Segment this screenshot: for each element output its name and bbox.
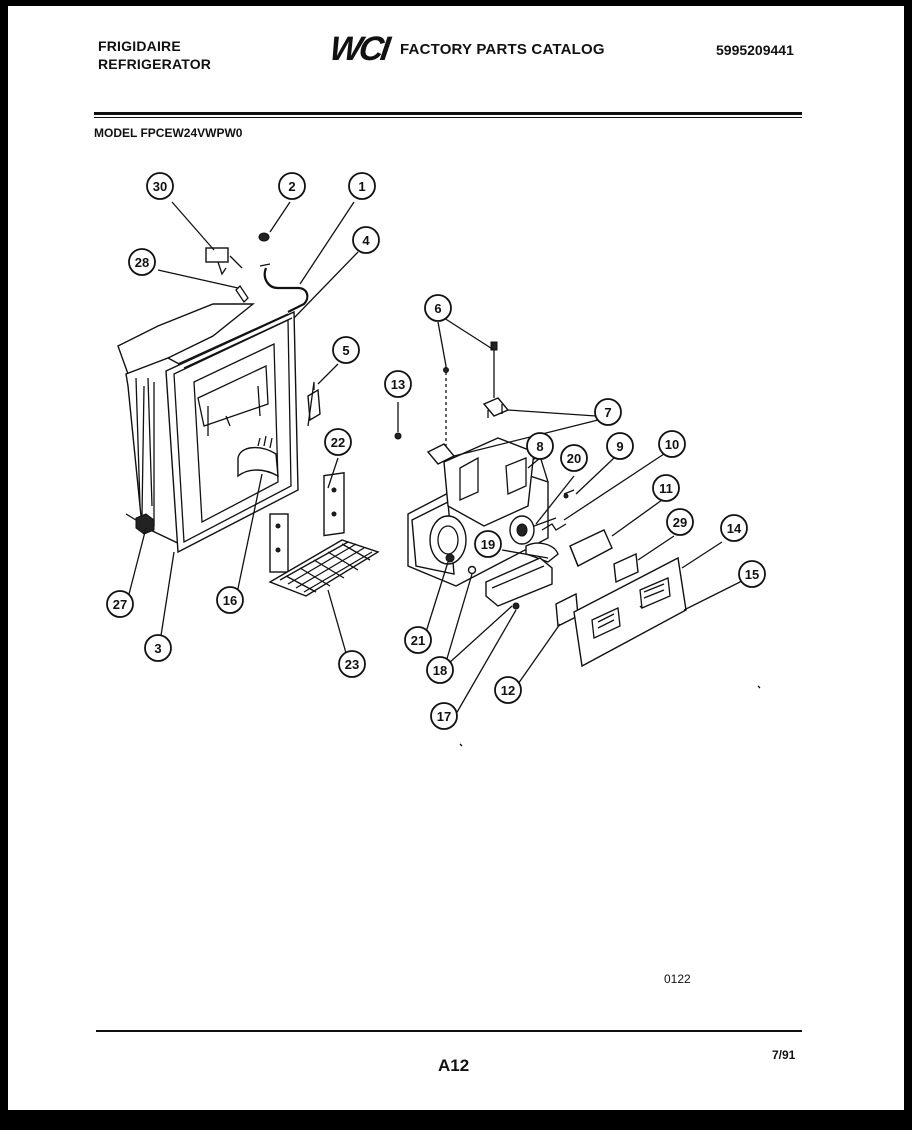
callout-label: 2 xyxy=(288,179,295,194)
brand-line-1: FRIGIDAIRE xyxy=(98,38,181,54)
callout-label: 18 xyxy=(433,663,447,678)
exploded-parts-diagram: 30 2 1 4 28 5 22 16 27 3 23 6 13 7 8 20 … xyxy=(106,172,766,747)
header-rule-thin xyxy=(94,117,802,118)
callout-label: 16 xyxy=(223,593,237,608)
callout-15: 15 xyxy=(738,560,766,588)
callout-11: 11 xyxy=(652,474,680,502)
callout-6: 6 xyxy=(424,294,452,322)
callout-label: 23 xyxy=(345,657,359,672)
callout-label: 7 xyxy=(604,405,611,420)
model-number: MODEL FPCEW24VWPW0 xyxy=(94,126,243,140)
callout-label: 27 xyxy=(113,597,127,612)
callout-13: 13 xyxy=(384,370,412,398)
small-nut xyxy=(258,232,270,242)
callout-4: 4 xyxy=(352,226,380,254)
leader-lines xyxy=(127,201,745,715)
callout-label: 8 xyxy=(536,439,543,454)
catalog-date: 7/91 xyxy=(772,1048,796,1062)
catalog-page: FRIGIDAIRE REFRIGERATOR WCI FACTORY PART… xyxy=(8,6,904,1110)
callout-label: 19 xyxy=(481,537,495,552)
callout-label: 10 xyxy=(665,437,679,452)
callout-label: 17 xyxy=(437,709,451,724)
callout-2: 2 xyxy=(278,172,306,200)
light-socket xyxy=(235,284,249,304)
callout-28: 28 xyxy=(128,248,156,276)
callout-label: 30 xyxy=(153,179,167,194)
callout-29: 29 xyxy=(666,508,694,536)
callout-9: 9 xyxy=(606,432,634,460)
callout-label: 9 xyxy=(616,439,623,454)
dispenser-housing xyxy=(117,263,309,554)
callout-18: 18 xyxy=(426,656,454,684)
callout-label: 14 xyxy=(727,521,742,536)
callout-label: 5 xyxy=(342,343,349,358)
callout-16: 16 xyxy=(216,586,244,614)
footer-rule xyxy=(96,1030,802,1032)
dispenser-switch xyxy=(307,381,321,427)
callout-label: 6 xyxy=(434,301,441,316)
callout-20: 20 xyxy=(560,444,588,472)
callout-1: 1 xyxy=(348,172,376,200)
callout-label: 11 xyxy=(659,481,673,496)
wire-connector xyxy=(205,247,243,276)
catalog-title: FACTORY PARTS CATALOG xyxy=(400,41,605,58)
callout-17: 17 xyxy=(430,702,458,730)
hex-nut xyxy=(125,513,155,535)
header-rule xyxy=(94,112,802,115)
callout-label: 4 xyxy=(362,233,370,248)
callout-label: 21 xyxy=(411,633,425,648)
callout-27: 27 xyxy=(106,590,134,618)
lever-panel xyxy=(269,471,345,573)
callout-label: 1 xyxy=(358,179,365,194)
callout-label: 3 xyxy=(154,641,161,656)
callout-label: 22 xyxy=(331,435,345,450)
callout-12: 12 xyxy=(494,676,522,704)
callout-label: 29 xyxy=(673,515,687,530)
brand-line-2: REFRIGERATOR xyxy=(98,56,212,72)
diagram-code: 0122 xyxy=(664,972,691,986)
callout-14: 14 xyxy=(720,514,748,542)
callout-label: 12 xyxy=(501,683,515,698)
callout-23: 23 xyxy=(338,650,366,678)
page-number: A12 xyxy=(438,1056,470,1075)
callout-5: 5 xyxy=(332,336,360,364)
callout-22: 22 xyxy=(324,428,352,456)
callouts: 30 2 1 4 28 5 22 16 27 3 23 6 13 7 8 20 … xyxy=(106,172,766,730)
callout-7: 7 xyxy=(594,398,622,426)
callout-30: 30 xyxy=(146,172,174,200)
callout-21: 21 xyxy=(404,626,432,654)
catalog-part-number: 5995209441 xyxy=(716,42,794,58)
callout-19: 19 xyxy=(474,530,502,558)
callout-3: 3 xyxy=(144,634,172,662)
callout-label: 20 xyxy=(567,451,581,466)
callout-label: 15 xyxy=(745,567,759,582)
callout-8: 8 xyxy=(526,432,554,460)
callout-label: 13 xyxy=(391,377,405,392)
callout-label: 28 xyxy=(135,255,149,270)
callout-10: 10 xyxy=(658,430,686,458)
drip-grille xyxy=(268,539,380,597)
control-module xyxy=(394,341,761,747)
